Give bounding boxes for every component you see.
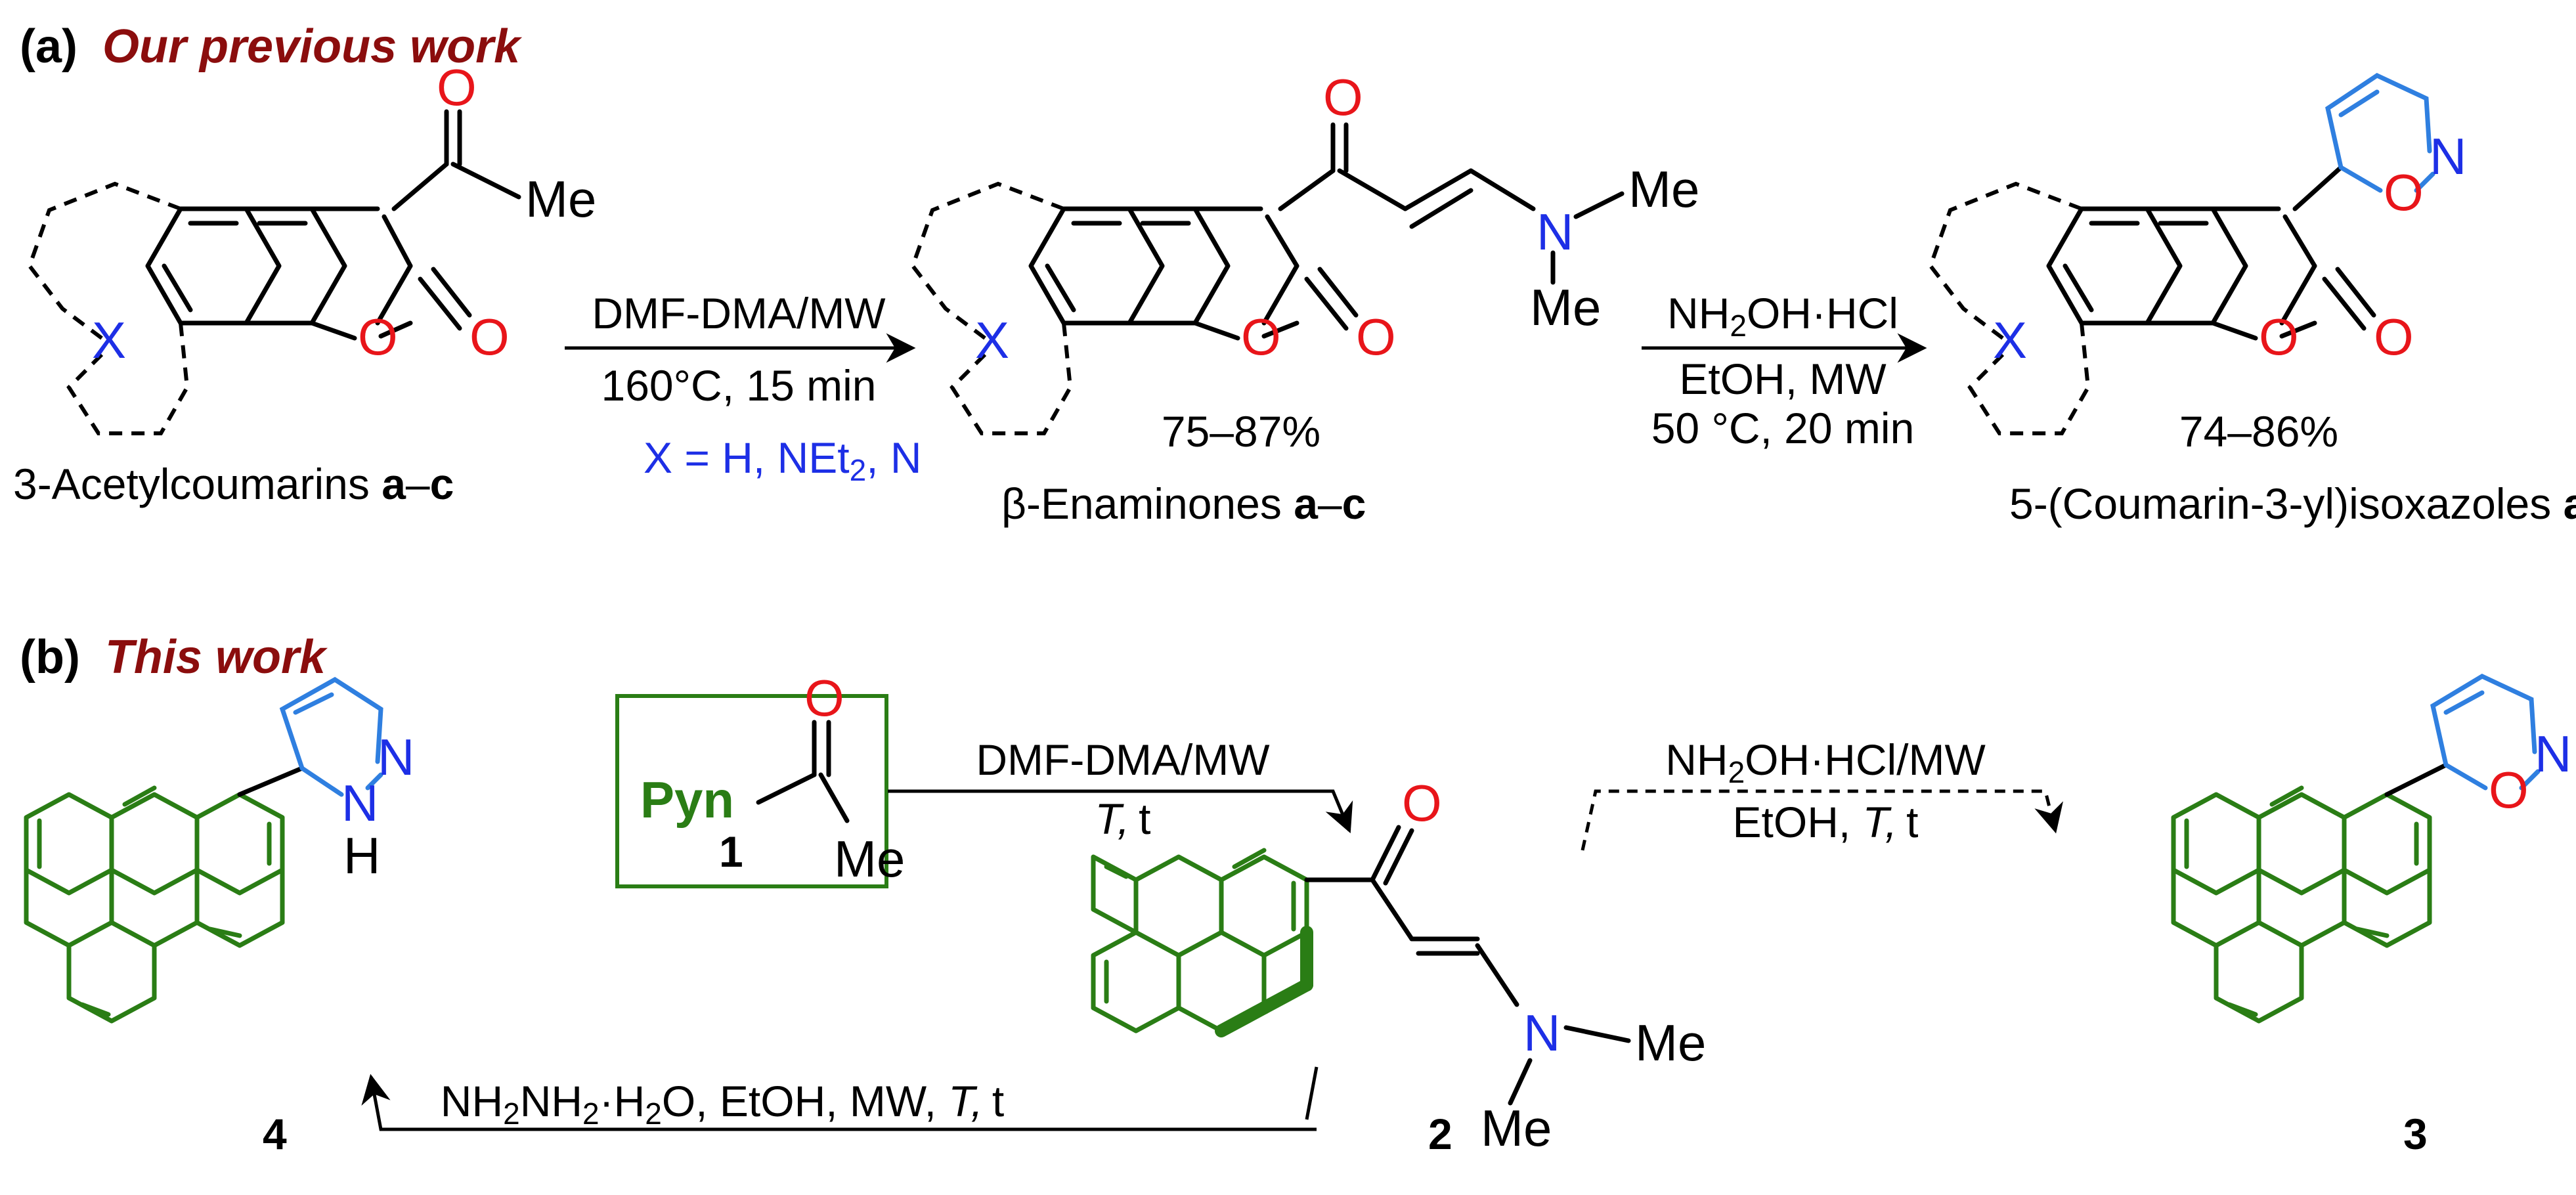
carbonyl-oxygen: O bbox=[469, 308, 510, 366]
pyrazole-n2: N bbox=[378, 728, 414, 786]
section-a-tag: (a) bbox=[20, 20, 77, 73]
svg-text:O: O bbox=[2259, 308, 2299, 366]
arrow-b2-conditions: EtOH, T,t bbox=[1733, 798, 1919, 846]
isoxazole-b-nitrogen: N bbox=[2535, 725, 2571, 783]
svg-text:O: O bbox=[2374, 308, 2414, 366]
svg-text:Me: Me bbox=[1635, 1014, 1706, 1072]
atom-x: X bbox=[92, 311, 126, 369]
box-methyl: Me bbox=[834, 830, 905, 888]
molecule-beta-enaminone: X O O O N Me Me bbox=[910, 68, 1699, 435]
svg-text:X: X bbox=[975, 311, 1009, 369]
arrow-a1-reagent: DMF-DMA/MW bbox=[592, 289, 886, 337]
label-beta-enaminones: β-Enaminones a–c bbox=[1001, 479, 1366, 528]
isoxazole-nitrogen: N bbox=[2430, 127, 2466, 185]
pyn-label: Pyn bbox=[640, 771, 734, 829]
label-isoxazoles: 5-(Coumarin-3-yl)isoxazoles a–c bbox=[2009, 479, 2576, 528]
svg-text:O: O bbox=[1356, 308, 1396, 366]
label-3-acetylcoumarins: 3-Acetylcoumarins a–c bbox=[13, 460, 454, 508]
arrow-b2 bbox=[1581, 789, 2064, 851]
arrow-a2-reagent: NH2OH·HCl bbox=[1667, 289, 1898, 343]
section-a-title: Our previous work bbox=[102, 20, 523, 73]
pyrazole-n1: N bbox=[341, 774, 378, 832]
acetyl-oxygen: O bbox=[437, 58, 477, 116]
x-substituent-note: X = H, NEt2, N bbox=[644, 433, 922, 487]
section-b-header: (b) This work bbox=[20, 631, 328, 684]
molecule-coumarin-isoxazole: X O O O N bbox=[1928, 72, 2466, 435]
svg-text:X: X bbox=[1993, 311, 2027, 369]
svg-text:O: O bbox=[1323, 68, 1363, 126]
arrow-b2-reagent: NH2OH·HCl/MW bbox=[1665, 735, 1986, 789]
molecule-pyrene-enaminone-2: O N Me Me bbox=[1091, 774, 1706, 1157]
arrow-b1-conditions: T,t bbox=[1095, 794, 1151, 843]
methyl-label: Me bbox=[525, 170, 596, 228]
svg-text:Me: Me bbox=[1481, 1099, 1552, 1157]
compound-1-box bbox=[615, 694, 888, 888]
compound-4-label: 4 bbox=[263, 1110, 287, 1158]
isoxazole-b-oxygen: O bbox=[2489, 761, 2529, 819]
ring-oxygen: O bbox=[358, 308, 398, 366]
compound-2-label: 2 bbox=[1428, 1110, 1452, 1158]
svg-text:Me: Me bbox=[1628, 160, 1699, 218]
section-b-title: This work bbox=[105, 631, 328, 684]
arrow-b1-reagent: DMF-DMA/MW bbox=[976, 735, 1270, 784]
compound-1-label: 1 bbox=[719, 827, 743, 876]
compound-3-label: 3 bbox=[2403, 1110, 2428, 1158]
isoxazole-oxygen: O bbox=[2384, 163, 2424, 221]
arrow-b3 bbox=[371, 1067, 1319, 1131]
molecule-3-acetylcoumarin: X O O O Me bbox=[27, 58, 596, 435]
section-a-header: (a) Our previous work bbox=[20, 20, 523, 73]
arrow-a2-conditions: 50 °C, 20 min bbox=[1651, 404, 1915, 452]
box-carbonyl-oxygen: O bbox=[804, 669, 844, 727]
pyrazole-h: H bbox=[343, 827, 380, 884]
molecule-pyrene-pyrazole-4: N N H bbox=[24, 676, 414, 1024]
svg-text:O: O bbox=[1241, 308, 1281, 366]
molecule-pyrene-isoxazole-3: N O bbox=[2171, 674, 2571, 1024]
arrow-a1-conditions: 160°C, 15 min bbox=[601, 361, 877, 410]
amine-nitrogen: N bbox=[1537, 203, 1573, 261]
arrow-b3-reagent: NH2NH2·H2O, EtOH, MW, T,t bbox=[441, 1077, 1004, 1131]
enaminone-nitrogen: N bbox=[1523, 1004, 1560, 1062]
section-b-tag: (b) bbox=[20, 631, 80, 684]
arrow-a2-solvent: EtOH, MW bbox=[1679, 355, 1887, 403]
yield-2: 74–86% bbox=[2179, 407, 2338, 456]
arrow-b1 bbox=[888, 789, 1353, 834]
enaminone-oxygen: O bbox=[1402, 774, 1442, 832]
svg-text:Me: Me bbox=[1530, 278, 1601, 336]
yield-1: 75–87% bbox=[1162, 407, 1321, 456]
